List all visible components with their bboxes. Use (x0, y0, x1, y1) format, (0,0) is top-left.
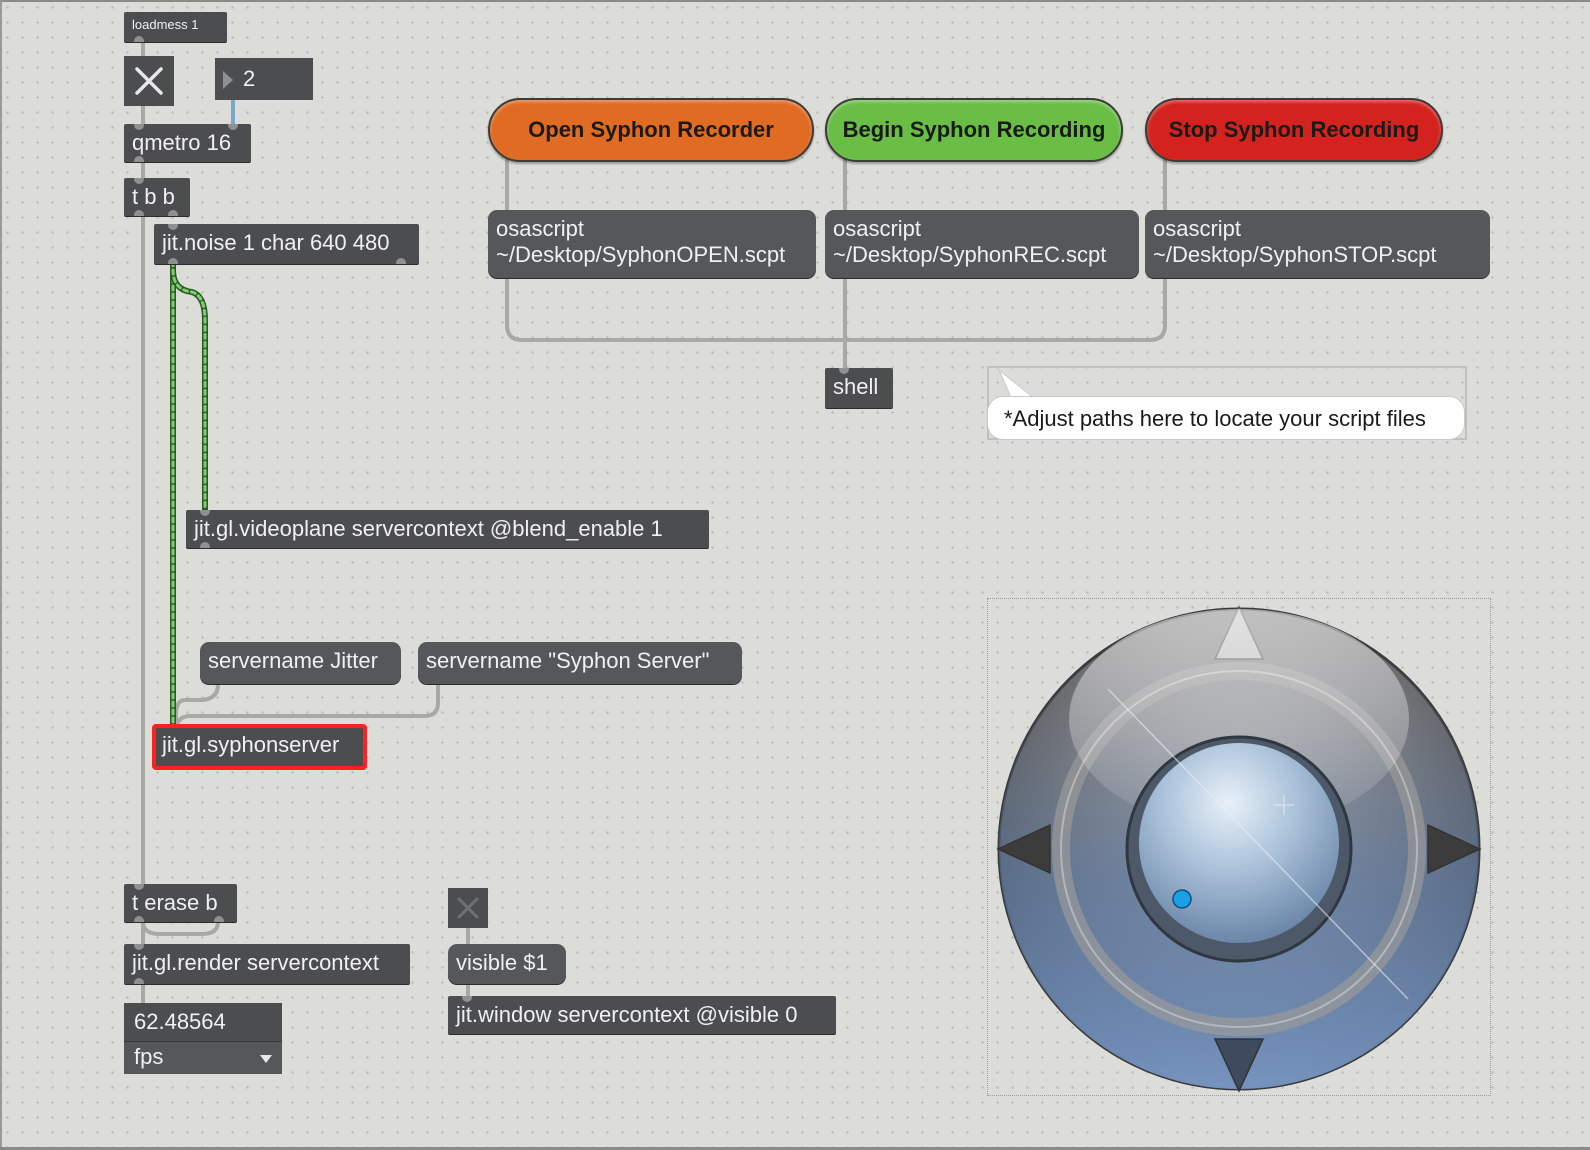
outlet[interactable] (134, 978, 144, 984)
servername-syphon-label: servername "Syphon Server" (426, 648, 710, 673)
servername-jitter-message[interactable]: servername Jitter (200, 642, 401, 684)
outlet[interactable] (134, 36, 144, 42)
servername-jitter-label: servername Jitter (208, 648, 378, 673)
shell-object[interactable]: shell (825, 368, 893, 408)
osascript-line1: osascript (833, 216, 922, 241)
outlet[interactable] (214, 916, 224, 922)
fps-unit-label: fps (134, 1044, 164, 1069)
inlet[interactable] (134, 178, 144, 184)
inlet[interactable] (462, 996, 472, 1002)
navigation-knob-icon[interactable] (988, 599, 1490, 1095)
outlet[interactable] (200, 542, 210, 548)
begin-button-label: Begin Syphon Recording (842, 117, 1106, 142)
inlet[interactable] (134, 124, 144, 130)
trigger-erase-label: t erase b (132, 890, 218, 915)
visible-toggle[interactable] (448, 888, 488, 928)
window-left-border (0, 0, 2, 1150)
inlet[interactable] (134, 944, 144, 950)
outlet[interactable] (168, 258, 178, 264)
inlet[interactable] (839, 368, 849, 374)
osascript-path: ~/Desktop/SyphonREC.scpt (833, 242, 1107, 267)
trigger-bb-label: t b b (132, 184, 175, 209)
jit-gl-videoplane-object[interactable]: jit.gl.videoplane servercontext @blend_e… (186, 510, 709, 548)
osascript-path: ~/Desktop/SyphonSTOP.scpt (1153, 242, 1437, 267)
outlet[interactable] (396, 258, 406, 264)
open-syphon-recorder-button[interactable]: Open Syphon Recorder (488, 98, 814, 162)
outlet[interactable] (134, 156, 144, 162)
trigger-bb-object[interactable]: t b b (124, 178, 190, 216)
osascript-rec-message[interactable]: osascript ~/Desktop/SyphonREC.scpt (825, 210, 1139, 278)
shell-label: shell (833, 374, 879, 399)
osascript-line1: osascript (496, 216, 585, 241)
inlet-arrow-icon (223, 71, 233, 89)
comment-text: *Adjust paths here to locate your script… (1004, 406, 1426, 431)
fps-display[interactable]: 62.48564 fps (124, 1003, 282, 1074)
qmetro-label: qmetro 16 (132, 130, 232, 155)
outlet[interactable] (168, 210, 178, 216)
number-box[interactable]: 2 (215, 58, 313, 100)
inlet[interactable] (134, 884, 144, 890)
knob-point-icon (1172, 889, 1192, 909)
osascript-path: ~/Desktop/SyphonOPEN.scpt (496, 242, 786, 267)
osascript-line1: osascript (1153, 216, 1242, 241)
jit-gl-syphonserver-object[interactable]: jit.gl.syphonserver (152, 724, 367, 770)
stop-syphon-recording-button[interactable]: Stop Syphon Recording (1145, 98, 1443, 162)
stop-button-label: Stop Syphon Recording (1168, 117, 1420, 142)
osascript-open-message[interactable]: osascript ~/Desktop/SyphonOPEN.scpt (488, 210, 816, 278)
begin-syphon-recording-button[interactable]: Begin Syphon Recording (825, 98, 1123, 162)
visible-label: visible $1 (456, 950, 548, 975)
jit-gl-handle-widget[interactable] (987, 598, 1491, 1096)
open-button-label: Open Syphon Recorder (528, 117, 774, 142)
window-top-border (0, 0, 1590, 2)
servername-syphon-message[interactable]: servername "Syphon Server" (418, 642, 742, 684)
qmetro-object[interactable]: qmetro 16 (124, 124, 251, 162)
fps-value: 62.48564 (124, 1003, 282, 1042)
jit-gl-render-object[interactable]: jit.gl.render servercontext (124, 944, 410, 984)
toggle-x-icon (457, 897, 479, 919)
visible-message[interactable]: visible $1 (448, 944, 566, 984)
outlet[interactable] (134, 210, 144, 216)
number-box-value: 2 (243, 66, 256, 91)
inlet[interactable] (168, 224, 178, 230)
toggle-x-icon (135, 67, 163, 95)
jit-noise-label: jit.noise 1 char 640 480 (162, 230, 390, 255)
jit-noise-object[interactable]: jit.noise 1 char 640 480 (154, 224, 419, 264)
syphonserver-label: jit.gl.syphonserver (162, 732, 340, 757)
videoplane-label: jit.gl.videoplane servercontext @blend_e… (194, 516, 663, 541)
trigger-erase-object[interactable]: t erase b (124, 884, 237, 922)
loadmess-label: loadmess 1 (132, 17, 199, 32)
dropdown-arrow-icon (260, 1055, 272, 1063)
jit-window-object[interactable]: jit.window servercontext @visible 0 (448, 996, 836, 1034)
render-label: jit.gl.render servercontext (132, 950, 379, 975)
loadmess-object[interactable]: loadmess 1 (124, 12, 227, 42)
inlet[interactable] (200, 510, 210, 516)
outlet[interactable] (134, 916, 144, 922)
window-label: jit.window servercontext @visible 0 (456, 1002, 798, 1027)
osascript-stop-message[interactable]: osascript ~/Desktop/SyphonSTOP.scpt (1145, 210, 1490, 278)
toggle-button[interactable] (124, 56, 174, 106)
fps-unit-menu[interactable]: fps (124, 1042, 282, 1074)
window-bottom-border (0, 1147, 1590, 1150)
paths-comment: *Adjust paths here to locate your script… (987, 396, 1465, 440)
inlet[interactable] (228, 124, 238, 130)
